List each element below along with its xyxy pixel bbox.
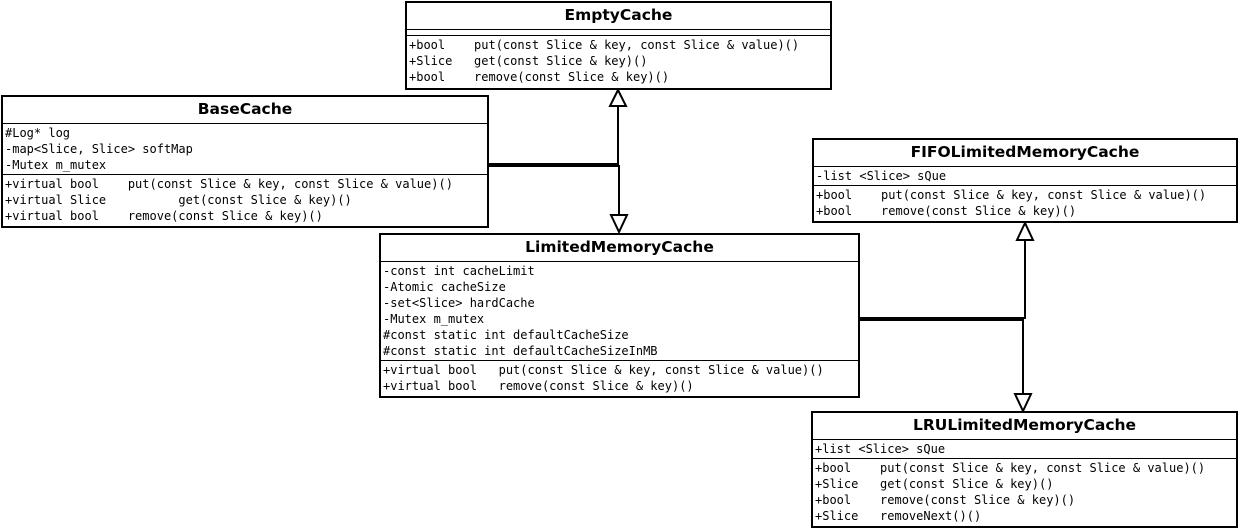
operation-row: +virtual bool put(const Slice & key, con… — [383, 363, 824, 377]
attribute-row: -set<Slice> hardCache — [383, 296, 535, 310]
class-name: EmptyCache — [564, 6, 673, 24]
class-box-lrulimitedmemorycache: LRULimitedMemoryCache +list <Slice> sQue… — [811, 411, 1238, 528]
operations-compartment: +virtual bool put(const Slice & key, con… — [3, 174, 487, 225]
operation-row: +virtual bool remove(const Slice & key)(… — [383, 379, 694, 393]
attributes-compartment: -list <Slice> sQue — [814, 166, 1236, 185]
class-box-fifolimitedmemorycache: FIFOLimitedMemoryCache -list <Slice> sQu… — [812, 138, 1238, 223]
operation-row: +virtual bool put(const Slice & key, con… — [5, 177, 453, 191]
generalization-arrowhead-limitedmemorycache — [609, 214, 629, 235]
operation-row: +virtual bool remove(const Slice & key)(… — [5, 209, 323, 223]
generalization-line-limitedmemorycache-basecache — [488, 165, 620, 215]
operation-row: +bool remove(const Slice & key)() — [816, 204, 1077, 218]
attribute-row: -const int cacheLimit — [383, 264, 535, 278]
operation-row: +Slice get(const Slice & key)() — [409, 54, 648, 68]
operation-row: +bool remove(const Slice & key)() — [815, 493, 1076, 507]
attribute-row: #const static int defaultCacheSize — [383, 328, 629, 342]
class-name: LimitedMemoryCache — [525, 238, 714, 256]
attributes-compartment: #Log* log -map<Slice, Slice> softMap -Mu… — [3, 123, 487, 174]
attribute-row: #Log* log — [5, 126, 71, 140]
attribute-row: -Atomic cacheSize — [383, 280, 506, 294]
operation-row: +bool put(const Slice & key, const Slice… — [409, 38, 800, 52]
generalization-line-lru-fifo — [859, 240, 1026, 319]
generalization-arrowhead-emptycache — [608, 87, 628, 107]
class-name: FIFOLimitedMemoryCache — [910, 143, 1140, 161]
attribute-row: -Mutex m_mutex — [383, 312, 485, 326]
operation-row: +Slice get(const Slice & key)() — [815, 477, 1054, 491]
attribute-row: +list <Slice> sQue — [815, 442, 946, 456]
attribute-row: #const static int defaultCacheSizeInMB — [383, 344, 658, 358]
generalization-line-lru-limitedmemorycache — [859, 319, 1024, 394]
attributes-compartment — [407, 29, 830, 35]
generalization-line-basecache-emptycache — [488, 106, 619, 165]
attribute-row: -map<Slice, Slice> softMap — [5, 142, 193, 156]
generalization-arrowhead-fifo — [1015, 220, 1035, 241]
class-name: BaseCache — [197, 100, 293, 118]
class-box-limitedmemorycache: LimitedMemoryCache -const int cacheLimit… — [379, 233, 860, 398]
generalization-arrowhead-lru — [1013, 393, 1033, 414]
class-box-emptycache: EmptyCache +bool put(const Slice & key, … — [405, 1, 832, 90]
attributes-compartment: -const int cacheLimit -Atomic cacheSize … — [381, 261, 858, 360]
operation-row: +bool put(const Slice & key, const Slice… — [816, 188, 1207, 202]
operations-compartment: +bool put(const Slice & key, const Slice… — [813, 458, 1236, 525]
attributes-compartment: +list <Slice> sQue — [813, 439, 1236, 458]
operations-compartment: +bool put(const Slice & key, const Slice… — [814, 185, 1236, 220]
operation-row: +bool put(const Slice & key, const Slice… — [815, 461, 1206, 475]
attribute-row: -list <Slice> sQue — [816, 169, 947, 183]
class-box-basecache: BaseCache #Log* log -map<Slice, Slice> s… — [1, 95, 489, 228]
operation-row: +Slice removeNext()() — [815, 509, 982, 523]
operation-row: +bool remove(const Slice & key)() — [409, 70, 670, 84]
operation-row: +virtual Slice get(const Slice & key)() — [5, 193, 352, 207]
operations-compartment: +virtual bool put(const Slice & key, con… — [381, 360, 858, 395]
attribute-row: -Mutex m_mutex — [5, 158, 107, 172]
class-name: LRULimitedMemoryCache — [912, 416, 1137, 434]
operations-compartment: +bool put(const Slice & key, const Slice… — [407, 35, 830, 86]
